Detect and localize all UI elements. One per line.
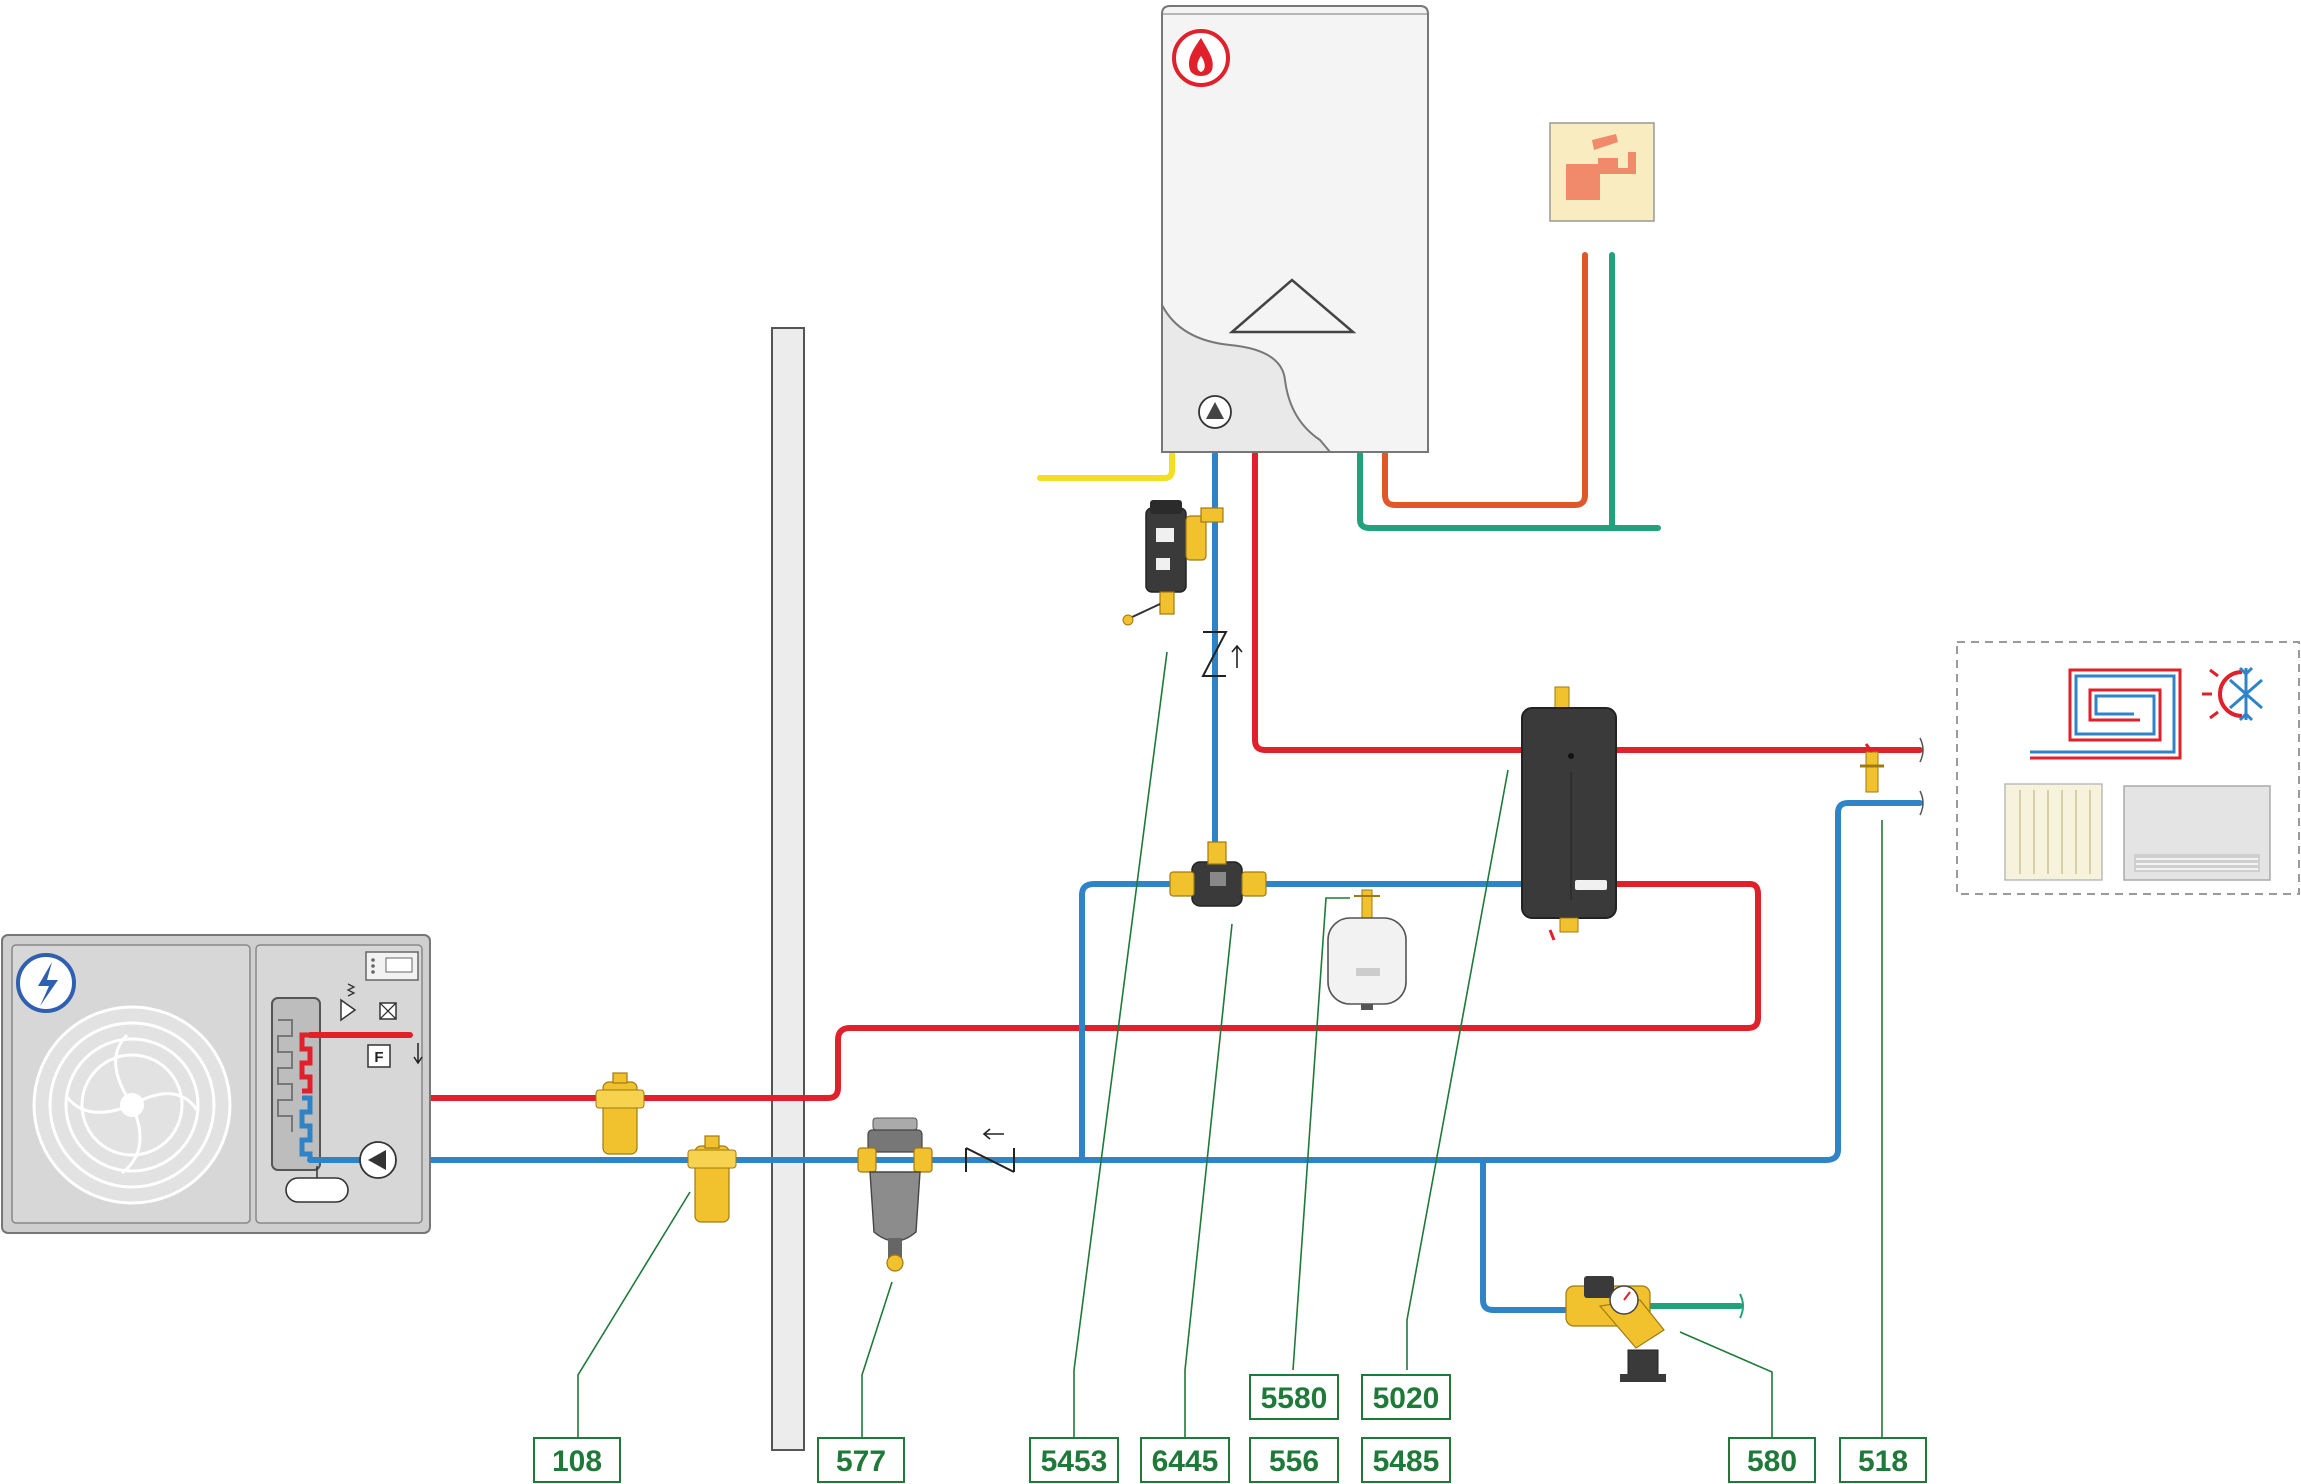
emitter-return-end — [1919, 790, 1924, 816]
heat-exchanger — [271, 997, 321, 1171]
part-code-6445-label: 6445 — [1152, 1445, 1219, 1478]
part-code-5485-label: 5485 — [1373, 1445, 1440, 1478]
boiler-flow-pipe — [1252, 369, 1923, 753]
part-code-577-label: 577 — [836, 1445, 886, 1478]
part-code-108: 108 — [533, 1437, 621, 1483]
part-code-518: 518 — [1839, 1437, 1927, 1483]
part-code-556: 556 — [1249, 1437, 1339, 1483]
magnetic-filter-577 — [857, 1117, 933, 1272]
filling-feed-end — [1739, 1293, 1744, 1319]
control-panel-icon — [365, 951, 419, 981]
mixing-valve-108-flow — [595, 1072, 645, 1155]
part-code-556-label: 556 — [1269, 1445, 1319, 1478]
pipework — [307, 252, 1924, 1319]
part-code-6445: 6445 — [1140, 1437, 1230, 1483]
main-return-pipe — [377, 800, 1923, 1163]
leader-5020 — [1406, 769, 1509, 1370]
lightning-icon — [16, 953, 76, 1013]
flame-icon — [1172, 29, 1230, 87]
part-code-580: 580 — [1728, 1437, 1816, 1483]
flow-switch-label: F — [374, 1049, 383, 1066]
leader-6445 — [1184, 923, 1233, 1440]
leader-580 — [1679, 1331, 1773, 1440]
boiler-pump-icon — [1198, 395, 1232, 429]
part-code-5020: 5020 — [1361, 1374, 1451, 1420]
part-code-108-label: 108 — [552, 1445, 602, 1478]
radiator-icon — [2004, 783, 2103, 881]
leader-577 — [861, 1281, 893, 1440]
part-code-5453: 5453 — [1029, 1437, 1119, 1483]
expansion-vessel-556 — [1327, 889, 1407, 1010]
magnetic-dirt-separator-5453 — [1122, 500, 1224, 626]
heat-pump-unit: F — [1, 934, 431, 1234]
part-code-518-label: 518 — [1858, 1445, 1908, 1478]
emitters-panel — [1956, 641, 2300, 895]
gas-pipe — [1037, 449, 1175, 481]
heat-cool-icon — [2202, 666, 2263, 722]
underfloor-coil-icon — [2030, 668, 2182, 760]
leader-556 — [1292, 897, 1350, 1371]
part-code-5580: 5580 — [1249, 1374, 1339, 1420]
anti-freeze-valve-108 — [687, 1135, 737, 1223]
leader-108 — [577, 1191, 691, 1440]
part-code-5453-label: 5453 — [1041, 1445, 1108, 1478]
dhw-cold-pipe — [1357, 449, 1661, 531]
dirt-separator-6445 — [1169, 841, 1267, 907]
wall — [771, 327, 805, 1451]
flow-switch: F — [367, 1043, 423, 1068]
dhw-hot-pipe — [1382, 252, 1588, 508]
faucet-icon — [1549, 122, 1655, 222]
separator-return-pipe — [1079, 881, 1533, 1163]
filling-unit-580 — [1565, 1276, 1666, 1382]
part-code-5580-label: 5580 — [1261, 1382, 1328, 1415]
hx-hot-coil — [299, 1032, 313, 1094]
part-code-580-label: 580 — [1747, 1445, 1797, 1478]
filling-branch-pipe — [1480, 1157, 1571, 1313]
hydraulic-separator-5020 — [1521, 686, 1617, 941]
check-valve-boiler-return — [1201, 631, 1243, 677]
internal-expansion-tank-icon — [285, 1166, 349, 1203]
leader-5453 — [1073, 651, 1168, 1440]
part-code-5020-label: 5020 — [1373, 1382, 1440, 1415]
circulator-pump-icon — [359, 1141, 397, 1179]
emitter-flow-end — [1919, 737, 1924, 763]
fan-coil-icon — [2123, 785, 2271, 881]
boiler — [1161, 5, 1429, 453]
fan — [32, 1005, 232, 1205]
leader-lines — [577, 651, 1883, 1440]
drain-valve-icon — [379, 1002, 397, 1020]
automatic-air-vent-518 — [1860, 743, 1884, 793]
safety-valve-icon — [340, 983, 357, 1022]
part-code-5485: 5485 — [1361, 1437, 1451, 1483]
part-code-577: 577 — [817, 1437, 905, 1483]
hx-cold-coil — [299, 1095, 313, 1160]
check-valve-main-return — [965, 1128, 1015, 1173]
